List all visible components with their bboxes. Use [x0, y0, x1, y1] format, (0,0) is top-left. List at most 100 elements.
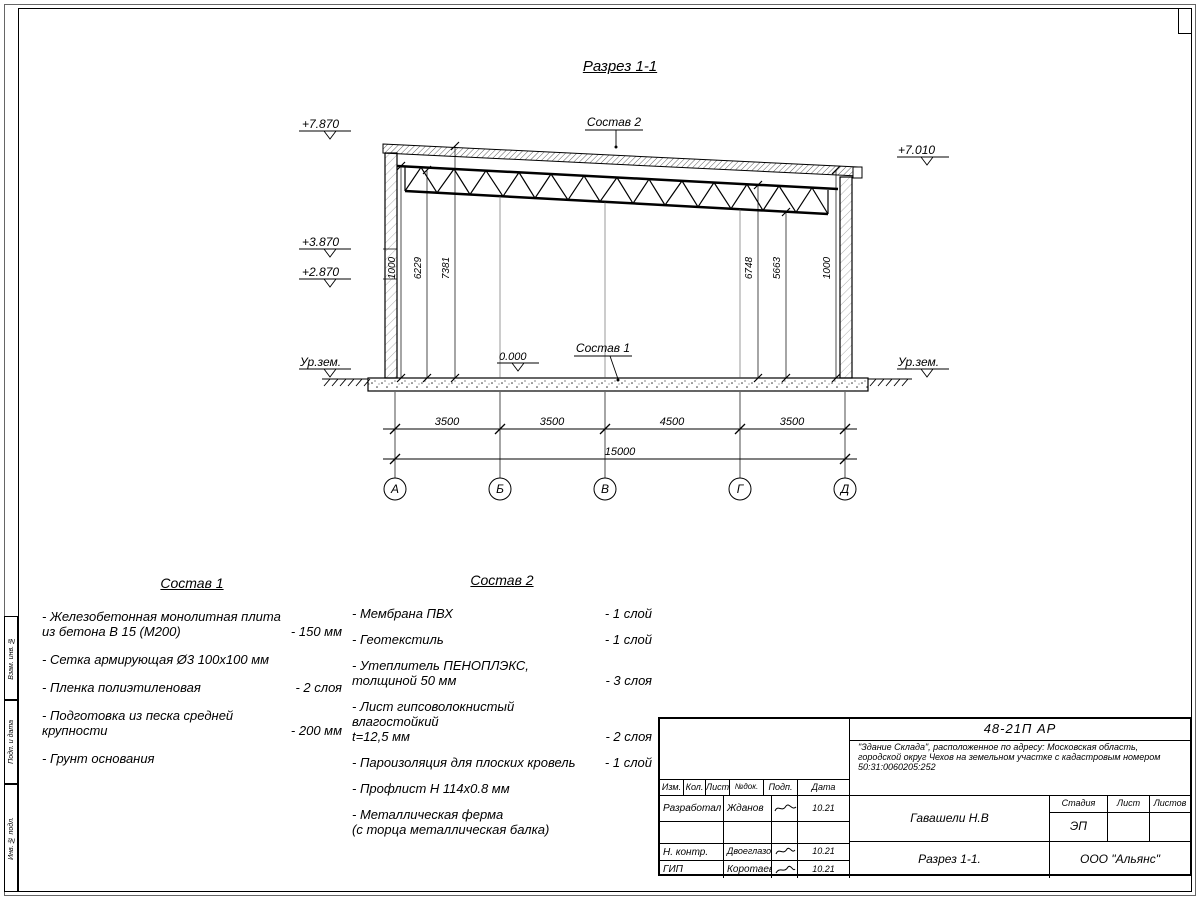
sheet-title: Разрез 1-1. — [850, 842, 1050, 878]
truss-bottom-chord — [404, 189, 829, 216]
sig-cell-blank — [772, 822, 798, 844]
list-item: - Подготовка из песка средней крупности … — [42, 708, 342, 738]
ground-line-right — [868, 378, 912, 387]
item-text: - Пленка полиэтиленовая — [42, 680, 201, 695]
composition-list-1: Состав 1 - Железобетонная монолитная пли… — [42, 576, 342, 779]
list-item: - Профлист Н 114х0.8 мм — [352, 781, 652, 796]
signature — [772, 861, 798, 878]
item-text: - Утеплитель ПЕНОПЛЭКС, толщиной 50 мм — [352, 658, 529, 688]
truss-web — [404, 166, 829, 215]
item-text: - Геотекстиль — [352, 632, 444, 647]
axis-label: Б — [496, 482, 504, 496]
elevation-left-top: +7.870 — [302, 117, 339, 131]
list-title: Состав 2 — [470, 572, 534, 588]
sheet-value — [1108, 813, 1150, 842]
role-cell: Разработал — [660, 796, 724, 822]
col-izm: Изм. — [660, 780, 684, 796]
list-item: - Сетка армирующая Ø3 100х100 мм — [42, 652, 342, 667]
hdim-label: 3500 — [780, 416, 805, 428]
item-value: - 3 слоя — [605, 673, 652, 688]
hdim-label: 3500 — [540, 416, 565, 428]
interior-axis-lines — [499, 196, 741, 378]
item-value: - 200 мм — [290, 723, 342, 738]
list-item: - Мембрана ПВХ - 1 слой — [352, 606, 652, 621]
item-text: - Подготовка из песка средней крупности — [42, 708, 234, 738]
item-value: - 1 слой — [604, 755, 652, 770]
frame-corner-cell — [1178, 8, 1192, 34]
col-doc: №док. — [730, 780, 764, 796]
elevation-marks — [299, 130, 949, 378]
vdim-label: 6229 — [413, 256, 424, 279]
project-description: "Здание Склада", расположенное по адресу… — [850, 741, 1190, 796]
svg-text:Состав 1: Состав 1 — [576, 341, 630, 355]
frame-side-cell: Взам. инв. № — [4, 616, 18, 700]
axis-label: Г — [737, 482, 745, 496]
date-cell: 10.21 — [798, 844, 850, 861]
right-wall — [839, 176, 853, 379]
item-value: - 2 слоя — [295, 680, 342, 695]
axis-label: Д — [839, 482, 850, 496]
col-podp: Подп. — [764, 780, 798, 796]
hdim-label: 4500 — [660, 416, 685, 428]
axis-label: В — [601, 482, 609, 496]
hdim-total-label: 15000 — [605, 446, 636, 458]
elevation-right-top: +7.010 — [898, 143, 935, 157]
date-cell: 10.21 — [798, 796, 850, 822]
vdim-label: 5663 — [772, 256, 783, 279]
item-text: - Грунт основания — [42, 751, 155, 766]
horizontal-dimensions: 3500 3500 4500 3500 15000 — [383, 392, 857, 478]
list-item: - Утеплитель ПЕНОПЛЭКС, толщиной 50 мм -… — [352, 658, 652, 688]
vdim-label: 1000 — [387, 256, 398, 279]
item-text: - Пароизоляция для плоских кровель — [352, 755, 576, 770]
role-cell: Н. контр. — [660, 844, 724, 861]
role-cell: ГИП — [660, 861, 724, 878]
date-cell-blank — [798, 822, 850, 844]
vdim-label: 1000 — [822, 256, 833, 279]
hdim-label: 3500 — [435, 416, 460, 428]
ground-line-left — [322, 378, 371, 387]
col-data: Дата — [798, 780, 850, 796]
role-cell-blank — [660, 822, 724, 844]
item-value: - 150 мм — [290, 624, 342, 639]
sheets-value — [1150, 813, 1190, 842]
date-cell: 10.21 — [798, 861, 850, 878]
sheet-label: Лист — [1108, 796, 1150, 813]
vertical-dimensions: 1000 6229 7381 6748 5663 1000 — [387, 141, 841, 383]
zero-level-label: 0.000 — [499, 351, 527, 363]
stage-label: Стадия — [1050, 796, 1108, 813]
item-text: - Сетка армирующая Ø3 100х100 мм — [42, 652, 270, 667]
list-item: - Пароизоляция для плоских кровель - 1 с… — [352, 755, 652, 770]
stage-value: ЭП — [1050, 813, 1108, 842]
title-block: Изм. Кол. Лист №док. Подп. Дата Разработ… — [658, 717, 1192, 878]
roof-truss — [396, 164, 839, 216]
item-text: - Мембрана ПВХ — [352, 606, 453, 621]
list-item: - Железобетонная монолитная плита из бет… — [42, 609, 342, 639]
list-item: - Грунт основания — [42, 751, 342, 766]
wall-ties — [383, 248, 397, 280]
ground-label-right: Ур.зем. — [897, 355, 939, 369]
document-code: 48-21П АР — [850, 719, 1190, 741]
item-text: - Металлическая ферма (с торца металличе… — [352, 807, 550, 837]
approver-name: Гавашели Н.В — [850, 796, 1050, 842]
signature — [772, 844, 798, 861]
item-text: - Лист гипсоволокнистый влагостойкий t=1… — [352, 699, 515, 744]
elevation-left-low: +2.870 — [302, 265, 339, 279]
list-item: - Геотекстиль - 1 слой — [352, 632, 652, 647]
name-cell-blank — [724, 822, 772, 844]
sostav1-leader: Состав 1 — [574, 341, 632, 382]
change-table-blank — [660, 719, 850, 780]
axis-bubbles — [383, 477, 857, 501]
list-item: - Металлическая ферма (с торца металличе… — [352, 807, 652, 837]
item-text: - Железобетонная монолитная плита из бет… — [42, 609, 281, 639]
axis-label: А — [390, 482, 399, 496]
composition-list-2: Состав 2 - Мембрана ПВХ - 1 слой - Геоте… — [352, 573, 652, 848]
vdim-label: 7381 — [441, 257, 452, 279]
list-item: - Пленка полиэтиленовая - 2 слоя — [42, 680, 342, 695]
list-item: - Лист гипсоволокнистый влагостойкий t=1… — [352, 699, 652, 744]
frame-side-cell: Инв. № подл. — [4, 784, 18, 892]
drawing-view-title: Разрез 1-1 — [582, 58, 658, 75]
roof-slab — [382, 143, 863, 179]
col-kol: Кол. — [684, 780, 706, 796]
item-value: - 1 слой — [604, 632, 652, 647]
